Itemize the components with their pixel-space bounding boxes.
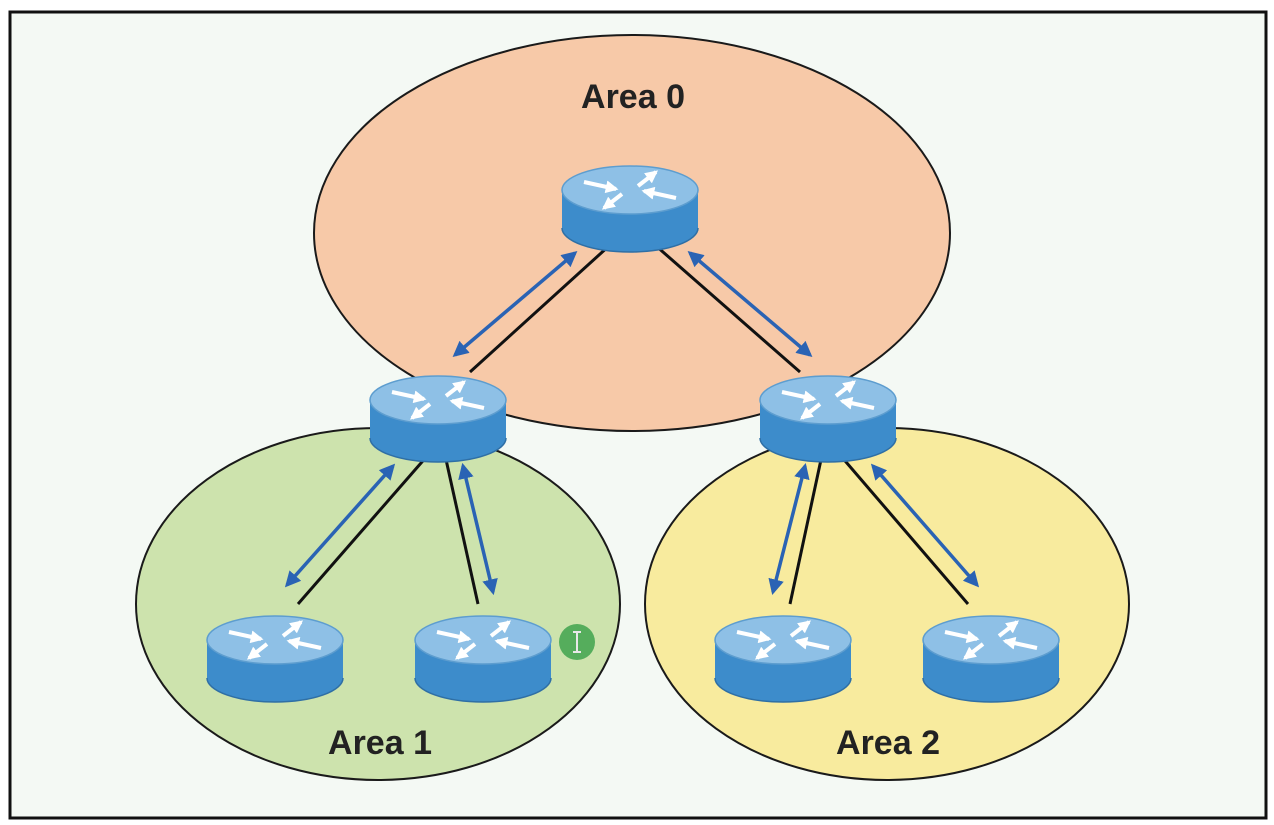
router-icon-area2-left <box>715 616 851 702</box>
update-arrow-core-abr1 <box>452 250 578 358</box>
update-arrow-abr1-r1b <box>458 462 498 596</box>
router-icon-core <box>562 166 698 252</box>
update-arrow-core-abr2 <box>687 250 813 358</box>
area-0-label: Area 0 <box>581 78 685 116</box>
area-1-label: Area 1 <box>328 724 432 762</box>
router-icon-area2-right <box>923 616 1059 702</box>
area-2-label: Area 2 <box>836 724 940 762</box>
router-icon-area1-left <box>207 616 343 702</box>
update-arrow-abr2-r2a <box>768 462 810 596</box>
update-arrow-abr2-r2b <box>870 463 980 588</box>
router-icon-abr1 <box>370 376 506 462</box>
text-cursor-icon <box>559 624 595 660</box>
router-icon-abr2 <box>760 376 896 462</box>
router-icon-area1-right <box>415 616 551 702</box>
update-arrows <box>284 250 980 596</box>
update-arrow-abr1-r1a <box>284 463 396 588</box>
